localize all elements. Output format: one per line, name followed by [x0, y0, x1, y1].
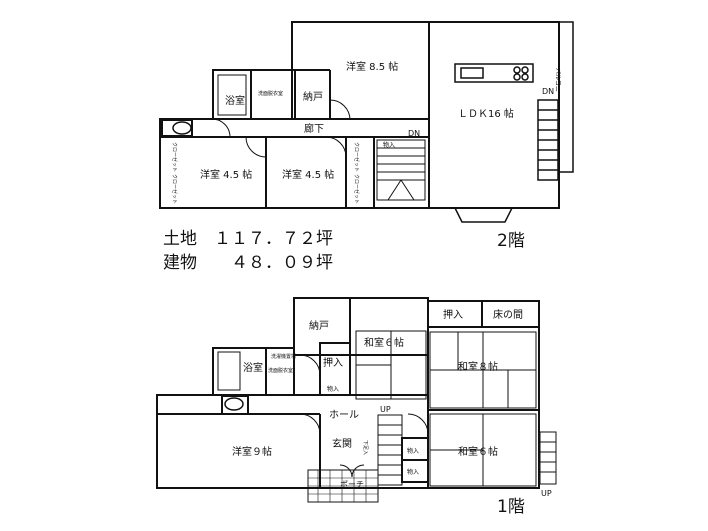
room-hall-1f: ホール: [329, 409, 359, 421]
closet-1f-a: 物入: [407, 447, 419, 455]
floor1-label: 1階: [497, 497, 525, 517]
balcony-label: バルコニー: [554, 68, 561, 98]
room-western-9: 洋室９帖: [232, 445, 272, 458]
stair-up-label: UP: [380, 405, 391, 414]
outside-up-label: UP: [541, 489, 552, 498]
room-western-4-5-b: 洋室 4.5 帖: [282, 168, 334, 181]
floor2-label: 2階: [497, 231, 525, 251]
porch-label: ポーチ: [340, 480, 364, 489]
toilet-icon: [172, 121, 192, 135]
closet-label-1: クローゼット: [171, 142, 178, 172]
shoebox: 下足入: [362, 440, 368, 455]
room-washitsu-6-a: 和室６帖: [364, 336, 404, 349]
closet-label-2: クローゼット: [171, 174, 178, 204]
land-area: 土地 １１７．７２坪: [163, 229, 333, 249]
bay-window: [454, 207, 513, 223]
washer-label: 洗濯機置場: [271, 353, 296, 360]
closet-2f: 物入: [383, 141, 395, 149]
room-tokonoma: 床の間: [493, 308, 523, 321]
floor2-walls: [159, 21, 560, 209]
room-bath-1f: 浴室: [243, 361, 263, 374]
room-washitsu-6-b: 和室６帖: [458, 445, 498, 458]
floor1-stair: [377, 414, 403, 486]
kitchen-counter: [454, 63, 534, 83]
room-western-8-5: 洋室 8.5 帖: [346, 60, 398, 73]
room-storage-1f: 納戸: [309, 319, 329, 332]
room-genkan: 玄関: [332, 437, 352, 450]
building-area: 建物 ４８．０９坪: [163, 253, 333, 273]
balcony-dn-label: DN: [542, 87, 554, 96]
closet-label-4: クローゼット: [353, 174, 360, 204]
room-storage-2f: 納戸: [303, 90, 323, 103]
room-oshiire-a: 押入: [443, 308, 463, 321]
room-oshiire-b: 押入: [323, 356, 343, 369]
room-senmen-1f: 洗面脱衣室: [268, 367, 293, 374]
room-senmen-2f: 洗面脱衣室: [258, 90, 283, 97]
room-hall-2f: 廊下: [304, 122, 324, 135]
tatami: [355, 330, 537, 487]
room-ldk: ＬＤＫ16 帖: [458, 107, 514, 120]
closet-label-3: クローゼット: [353, 142, 360, 172]
room-western-4-5-a: 洋室 4.5 帖: [200, 168, 252, 181]
room-bath-2f: 浴室: [225, 94, 245, 107]
closet-1f-b: 物入: [407, 468, 419, 476]
closet-1f-small: 物入: [327, 385, 339, 393]
toilet-icon: [224, 397, 244, 411]
room-washitsu-8: 和室８帖: [458, 360, 498, 373]
stair-dn-label: DN: [408, 129, 420, 138]
floor2-stair: [376, 139, 426, 201]
balcony: [537, 21, 574, 181]
floor1-walls: [156, 297, 540, 489]
